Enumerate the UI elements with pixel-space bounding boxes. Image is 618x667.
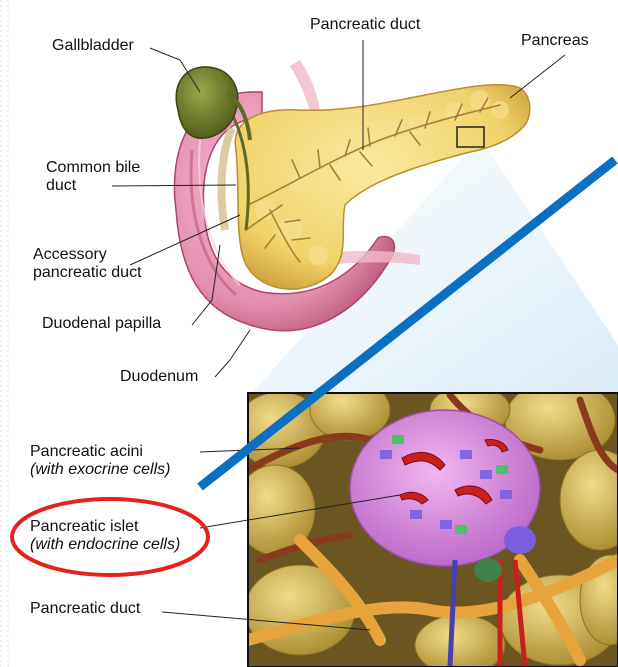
label-pancreatic-duct-top: Pancreatic duct	[310, 16, 420, 34]
label-pancreatic-islet: Pancreatic islet (with endocrine cells)	[30, 518, 180, 554]
label-islet-line1: Pancreatic islet	[30, 518, 180, 536]
label-accessory-pancreatic-duct: Accessory pancreatic duct	[33, 246, 142, 282]
label-islet-line2: (with endocrine cells)	[30, 536, 180, 554]
label-gallbladder: Gallbladder	[52, 37, 134, 55]
label-accessory-line1: Accessory	[33, 246, 142, 264]
label-accessory-line2: pancreatic duct	[33, 264, 142, 282]
label-duodenal-papilla: Duodenal papilla	[42, 315, 161, 333]
label-pancreas: Pancreas	[521, 32, 589, 50]
label-duodenum: Duodenum	[120, 368, 198, 386]
label-acini-line2: (with exocrine cells)	[30, 461, 170, 479]
label-acini-line1: Pancreatic acini	[30, 443, 170, 461]
label-common-bile-duct-line1: Common bile	[46, 159, 140, 177]
left-edge-marks	[1, 0, 8, 667]
label-pancreatic-acini: Pancreatic acini (with exocrine cells)	[30, 443, 170, 479]
label-common-bile-duct-line2: duct	[46, 177, 140, 195]
islet-inset	[235, 380, 618, 667]
label-pancreatic-duct-bottom: Pancreatic duct	[30, 600, 140, 618]
label-common-bile-duct: Common bile duct	[46, 159, 140, 195]
